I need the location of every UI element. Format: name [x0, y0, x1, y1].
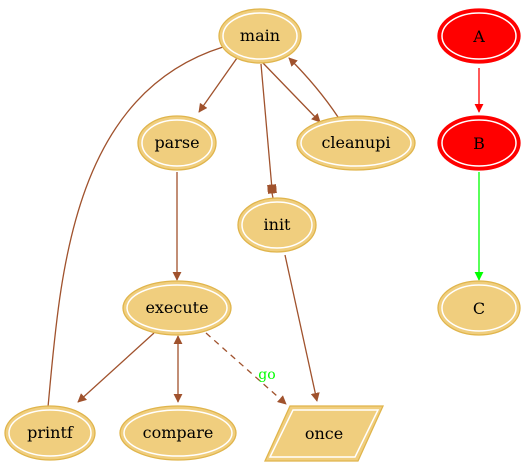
node-b-label: B — [473, 134, 485, 153]
node-cleanupi-label: cleanupi — [321, 133, 390, 152]
node-parse[interactable]: parse — [137, 115, 217, 171]
node-c[interactable]: C — [437, 280, 521, 336]
edge-label-go: go — [258, 367, 275, 383]
node-init[interactable]: init — [237, 197, 317, 253]
node-c-label: C — [473, 299, 485, 318]
edge-execute-once — [205, 332, 287, 405]
node-b[interactable]: B — [437, 115, 521, 171]
node-a-label: A — [472, 27, 485, 46]
edge-main-cleanupi — [261, 61, 321, 123]
node-compare[interactable]: compare — [119, 405, 237, 461]
node-compare-label: compare — [143, 423, 214, 442]
edge-execute-printf — [77, 332, 155, 403]
edge-cleanupi-main — [288, 57, 339, 118]
node-main-label: main — [240, 26, 280, 45]
node-parse-label: parse — [154, 133, 199, 152]
edge-main-parse — [198, 57, 238, 113]
node-execute-label: execute — [145, 298, 208, 317]
node-printf[interactable]: printf — [4, 405, 96, 461]
edges — [47, 46, 339, 408]
edge-init-once — [284, 254, 320, 402]
edge-main-init-tail — [271, 192, 274, 199]
node-once[interactable]: once — [263, 405, 385, 462]
node-printf-label: printf — [27, 423, 74, 442]
node-a[interactable]: A — [437, 8, 521, 64]
node-main[interactable]: main — [218, 8, 302, 64]
node-once-label: once — [305, 424, 343, 443]
edge-main-printf — [47, 46, 224, 408]
node-cleanupi[interactable]: cleanupi — [296, 115, 416, 171]
node-execute[interactable]: execute — [122, 280, 232, 336]
edge-main-init — [260, 63, 277, 194]
node-init-label: init — [264, 215, 292, 234]
